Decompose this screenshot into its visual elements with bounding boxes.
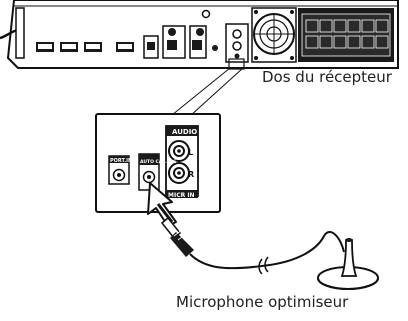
mic-plug [156,203,194,257]
left-channel-label: L [188,148,193,157]
optimizer-microphone [317,238,379,291]
hdmi-ports [36,42,134,52]
speaker-terminals [298,8,394,62]
zoom-callout-lines [171,58,245,117]
microphone-caption: Microphone optimiseur [176,293,349,311]
magnified-panel: AUDIO L R MICR IN PORT.IN AUTO CAL.MIC [95,113,221,213]
audio-in-cluster [212,23,249,63]
receiver-rear-panel [0,0,399,69]
receiver-back-caption: Dos du récepteur [262,68,392,86]
port-in-label: PORT.IN [110,158,132,164]
mic-cable [189,231,345,275]
right-channel-label: R [188,170,194,179]
auto-cal-mic-label: AUTO CAL.MIC [140,159,177,165]
audio-label: AUDIO [172,128,197,136]
cooling-fan [251,7,297,63]
digital-audio-ports [143,25,207,59]
micr-in-label: MICR IN [168,192,195,199]
